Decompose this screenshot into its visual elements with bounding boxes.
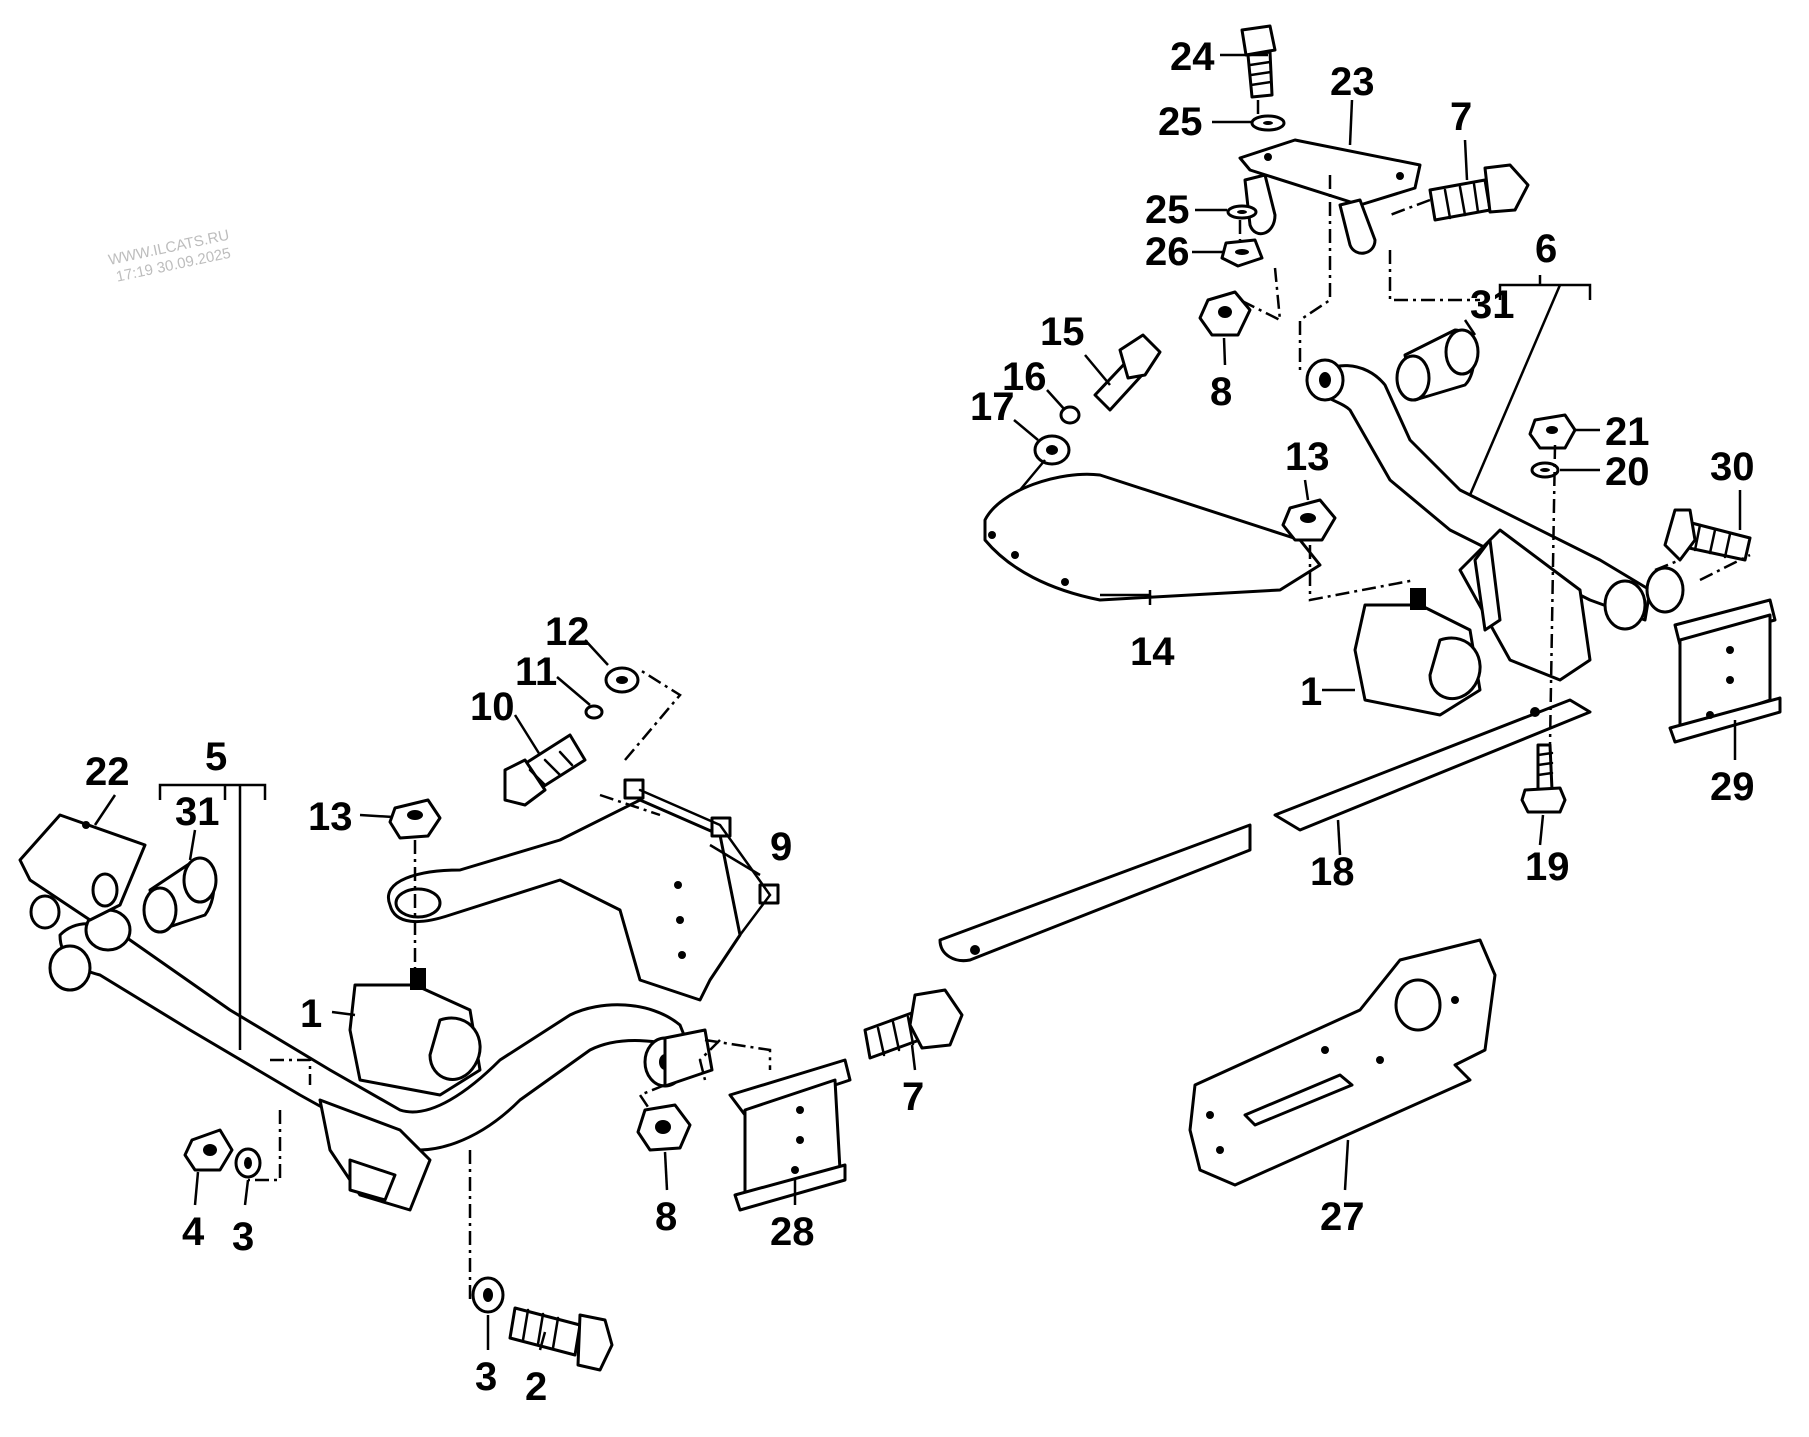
washer-11 xyxy=(584,704,604,720)
callout-4: 4 xyxy=(182,1210,205,1254)
callout-27: 27 xyxy=(1320,1195,1365,1239)
callout-1-right: 1 xyxy=(1300,670,1322,714)
washer-17 xyxy=(1033,434,1071,466)
washer-3-upper xyxy=(234,1147,262,1179)
callout-labels: 22 5 31 1 13 10 11 12 9 4 3 3 2 8 28 7 2… xyxy=(85,35,1755,1409)
bracket-9 xyxy=(386,778,780,1002)
callout-11: 11 xyxy=(515,650,557,694)
plate-29 xyxy=(1668,598,1782,744)
callout-20: 20 xyxy=(1605,450,1650,494)
crossmember-right xyxy=(1305,358,1685,682)
bolt-7-left xyxy=(863,988,964,1060)
callout-3-bottom: 3 xyxy=(475,1355,497,1399)
callout-8-left: 8 xyxy=(655,1195,677,1239)
callout-30: 30 xyxy=(1710,445,1755,489)
callout-17: 17 xyxy=(970,385,1015,429)
nut-8-left xyxy=(636,1103,692,1152)
callout-9: 9 xyxy=(770,825,792,869)
strap-18 xyxy=(938,698,1592,963)
nut-26 xyxy=(1220,238,1264,268)
callout-29: 29 xyxy=(1710,765,1755,809)
nut-13-right xyxy=(1281,498,1337,542)
callout-16: 16 xyxy=(1002,355,1047,399)
nut-8-right xyxy=(1198,290,1252,337)
washer-25-lower xyxy=(1226,204,1258,220)
callout-2: 2 xyxy=(525,1365,547,1409)
watermark: WWW.ILCATS.RU 17:19 30.09.2025 xyxy=(107,227,232,286)
callout-23: 23 xyxy=(1330,60,1375,104)
callout-1-left: 1 xyxy=(300,992,322,1036)
washer-12 xyxy=(604,666,640,694)
bolt-10 xyxy=(503,733,587,807)
callout-3-left: 3 xyxy=(232,1215,254,1259)
callout-28: 28 xyxy=(770,1210,815,1254)
callout-7-left: 7 xyxy=(902,1075,924,1119)
nut-21 xyxy=(1528,413,1577,450)
callout-25-upper: 25 xyxy=(1158,100,1203,144)
callout-15: 15 xyxy=(1040,310,1085,354)
callout-10: 10 xyxy=(470,685,515,729)
callout-25-lower: 25 xyxy=(1145,188,1190,232)
callout-21: 21 xyxy=(1605,410,1650,454)
bolt-30 xyxy=(1663,508,1752,562)
callout-22: 22 xyxy=(85,750,130,794)
callout-13-right: 13 xyxy=(1285,435,1330,479)
callout-19: 19 xyxy=(1525,845,1570,889)
engine-mount-1-right xyxy=(1353,588,1482,717)
nut-13-left xyxy=(388,798,442,840)
nut-4 xyxy=(183,1128,234,1172)
callout-5: 5 xyxy=(205,735,227,779)
washer-3-lower xyxy=(471,1276,505,1314)
callout-24: 24 xyxy=(1170,35,1215,79)
bolt-19 xyxy=(1520,743,1567,814)
bushing-31-left xyxy=(142,856,218,934)
callout-8-right: 8 xyxy=(1210,370,1232,414)
bushing-31-right xyxy=(1395,328,1480,402)
bracket-27 xyxy=(1188,938,1497,1187)
cover-14 xyxy=(983,472,1322,602)
callout-18: 18 xyxy=(1310,850,1355,894)
callout-6: 6 xyxy=(1535,227,1557,271)
washer-20 xyxy=(1530,461,1560,479)
washer-16 xyxy=(1059,405,1081,425)
callout-31-right: 31 xyxy=(1470,283,1515,327)
callout-7-right: 7 xyxy=(1450,95,1472,139)
callout-13-left: 13 xyxy=(308,795,353,839)
bolt-2 xyxy=(508,1306,614,1372)
leader-lines xyxy=(93,53,1742,1351)
callout-26: 26 xyxy=(1145,230,1190,274)
crossmember-left xyxy=(48,908,714,1212)
assembly-lines xyxy=(248,100,1751,1300)
bracket-23 xyxy=(1238,138,1422,255)
callout-12: 12 xyxy=(545,610,590,654)
bolt-15 xyxy=(1093,333,1162,412)
bolt-24 xyxy=(1240,24,1277,99)
washer-25-upper xyxy=(1250,114,1286,132)
plate-28 xyxy=(728,1058,852,1212)
callout-14: 14 xyxy=(1130,630,1175,674)
bracket-22 xyxy=(18,813,147,930)
callout-31-left: 31 xyxy=(175,790,220,834)
engine-mount-1-left xyxy=(348,968,482,1097)
bolt-7-right xyxy=(1428,163,1530,222)
